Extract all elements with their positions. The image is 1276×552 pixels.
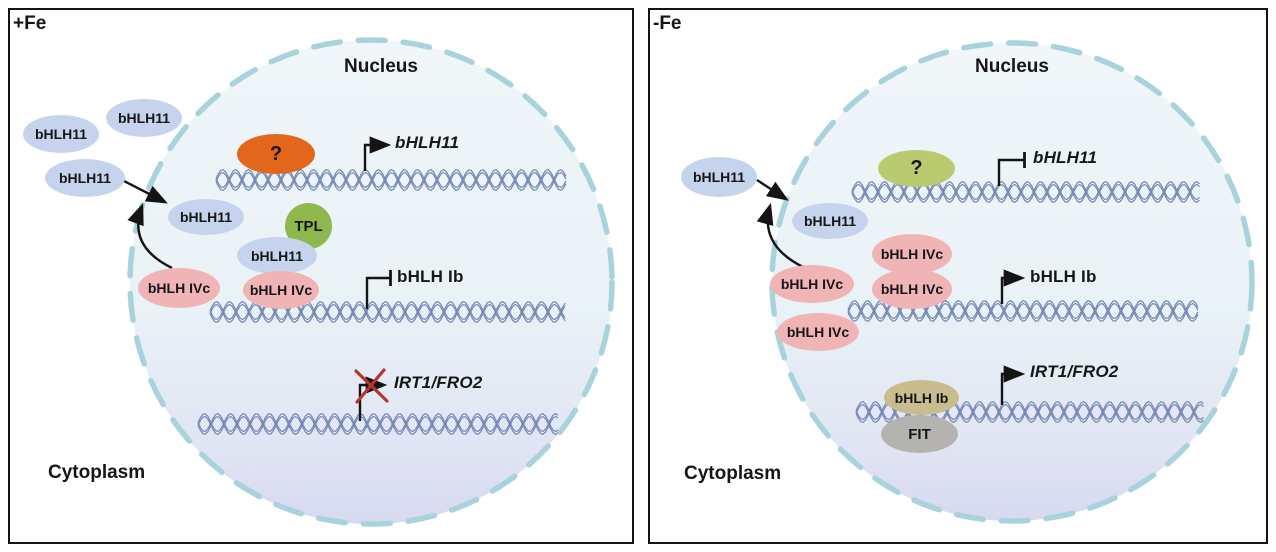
protein-oval-bhlh11-cytoplasm-c: bHLH11 [45, 159, 125, 197]
transcription-arrow-right-irt1-fro2 [1000, 365, 1026, 405]
gene-label-irt1-fro2-right: IRT1/FRO2 [1030, 362, 1119, 381]
protein-oval-fit: FIT [881, 415, 958, 453]
gene-label-bhlh-ib-right: bHLH Ib [1030, 267, 1097, 286]
protein-oval-bhlh11-cytoplasm-right: bHLH11 [681, 157, 757, 197]
protein-oval-bhlh-ivc-free: bHLH IVc [777, 313, 859, 351]
protein-oval-bhlh11-cytoplasm-a: bHLH11 [23, 115, 99, 153]
blocked-transcription-x-icon [354, 368, 389, 404]
cytoplasm-label-left: Cytoplasm [48, 462, 146, 483]
import-arrow-left [123, 179, 168, 204]
protein-oval-bhlh11-complex: bHLH11 [237, 237, 317, 274]
gene-label-bhlh11-left: bHLH11 [395, 133, 460, 152]
gene-label-irt1-fro2-left: IRT1/FRO2 [394, 373, 483, 392]
dna-left-irt1-fro2-gene [197, 412, 559, 436]
nucleus-label-right: Nucleus [975, 56, 1049, 77]
condition-label-plus-fe: +Fe [13, 13, 47, 34]
protein-oval-bhlh11-nuclear-entry-right: bHLH11 [792, 203, 868, 239]
transcription-arrow-left-irt1-fro2 [358, 376, 388, 421]
repression-bar-left-bhlh-ib [365, 276, 390, 309]
protein-oval-bhlh-ivc-dimer-bottom: bHLH IVc [872, 269, 952, 309]
repression-bar-right-bhlh11 [997, 158, 1024, 186]
protein-oval-bhlh-ivc-edge-right: bHLH IVc [770, 265, 854, 303]
protein-oval-bhlh-ivc-complex: bHLH IVc [243, 271, 319, 309]
protein-oval-unknown-factor-left: ? [237, 134, 315, 174]
gene-label-bhlh-ib-left: bHLH Ib [397, 267, 464, 286]
gene-label-bhlh11-right: bHLH11 [1033, 148, 1098, 167]
protein-oval-unknown-factor-right: ? [878, 150, 955, 187]
import-arrow-right [756, 178, 789, 201]
protein-oval-bhlh-ib: bHLH Ib [884, 380, 959, 415]
protein-oval-bhlh-ivc-dimer-top: bHLH IVc [872, 234, 952, 274]
protein-oval-tpl: TPL [285, 203, 332, 249]
protein-oval-bhlh-ivc-edge-left: bHLH IVc [138, 268, 220, 308]
protein-oval-bhlh11-nuclear-entry: bHLH11 [168, 199, 244, 235]
condition-label-minus-fe: -Fe [653, 13, 682, 34]
protein-oval-bhlh11-cytoplasm-b: bHLH11 [106, 99, 182, 137]
interaction-arrow-left [127, 202, 173, 270]
interaction-arrow-right [756, 202, 804, 269]
transcription-arrow-left-bhlh11 [363, 136, 392, 171]
nucleus-label-left: Nucleus [344, 56, 418, 77]
transcription-arrow-right-bhlh-ib [1000, 269, 1026, 304]
cytoplasm-label-right: Cytoplasm [684, 463, 782, 484]
